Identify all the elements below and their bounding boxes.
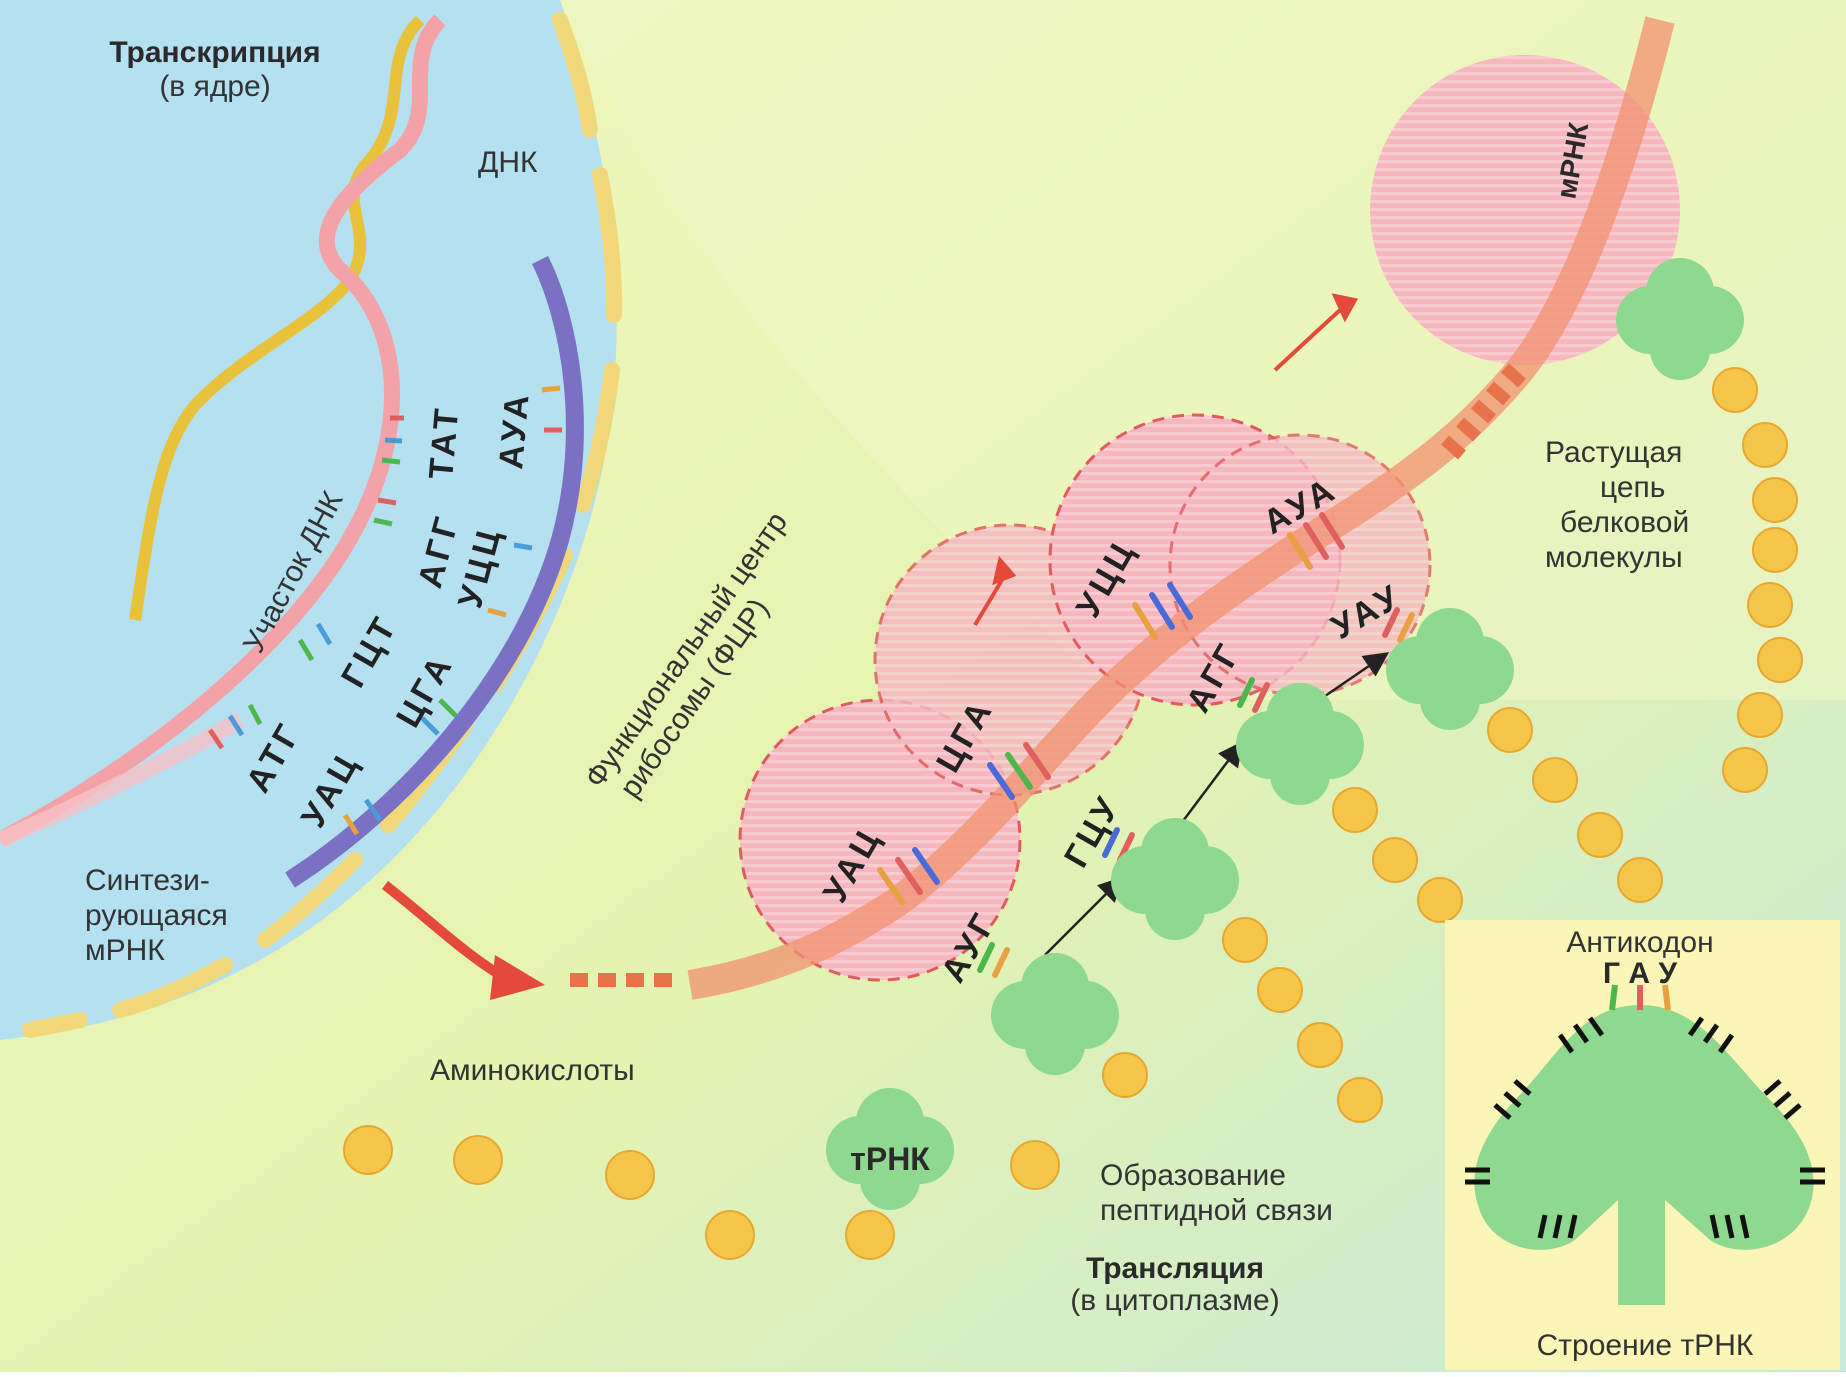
synth-mrna-label-3: мРНК — [85, 934, 165, 967]
growing-chain-label-2: цепь — [1600, 471, 1665, 504]
trna-structure-inset: Антикодон Г А У Строение тРНК — [1445, 920, 1840, 1370]
inset-caption: Строение тРНК — [1537, 1329, 1754, 1362]
growing-chain-label-4: молекулы — [1545, 541, 1683, 574]
dna-coding-codon-4: ТАТ — [422, 403, 466, 480]
synth-mrna-label-1: Синтези- — [85, 864, 210, 897]
translation-title: Трансляция — [1086, 1252, 1264, 1285]
trna-free-label: тРНК — [850, 1141, 930, 1177]
anticodon-letters: Г А У — [1603, 957, 1677, 990]
transcription-subtitle: (в ядре) — [159, 70, 270, 103]
growing-chain-label-1: Растущая — [1545, 436, 1682, 469]
dna-template-codon-4: АУА — [492, 389, 537, 470]
growing-chain-label-3: белковой — [1560, 506, 1689, 539]
synth-mrna-label-2: рующаяся — [85, 899, 228, 932]
translation-subtitle: (в цитоплазме) — [1070, 1284, 1279, 1317]
anticodon-label: Антикодон — [1566, 926, 1713, 959]
dna-label: ДНК — [478, 146, 538, 179]
peptide-bond-label-1: Образование — [1100, 1159, 1286, 1192]
transcription-title: Транскрипция — [109, 36, 320, 69]
amino-acids-label: Аминокислоты — [430, 1054, 635, 1087]
peptide-bond-label-2: пептидной связи — [1100, 1194, 1333, 1227]
